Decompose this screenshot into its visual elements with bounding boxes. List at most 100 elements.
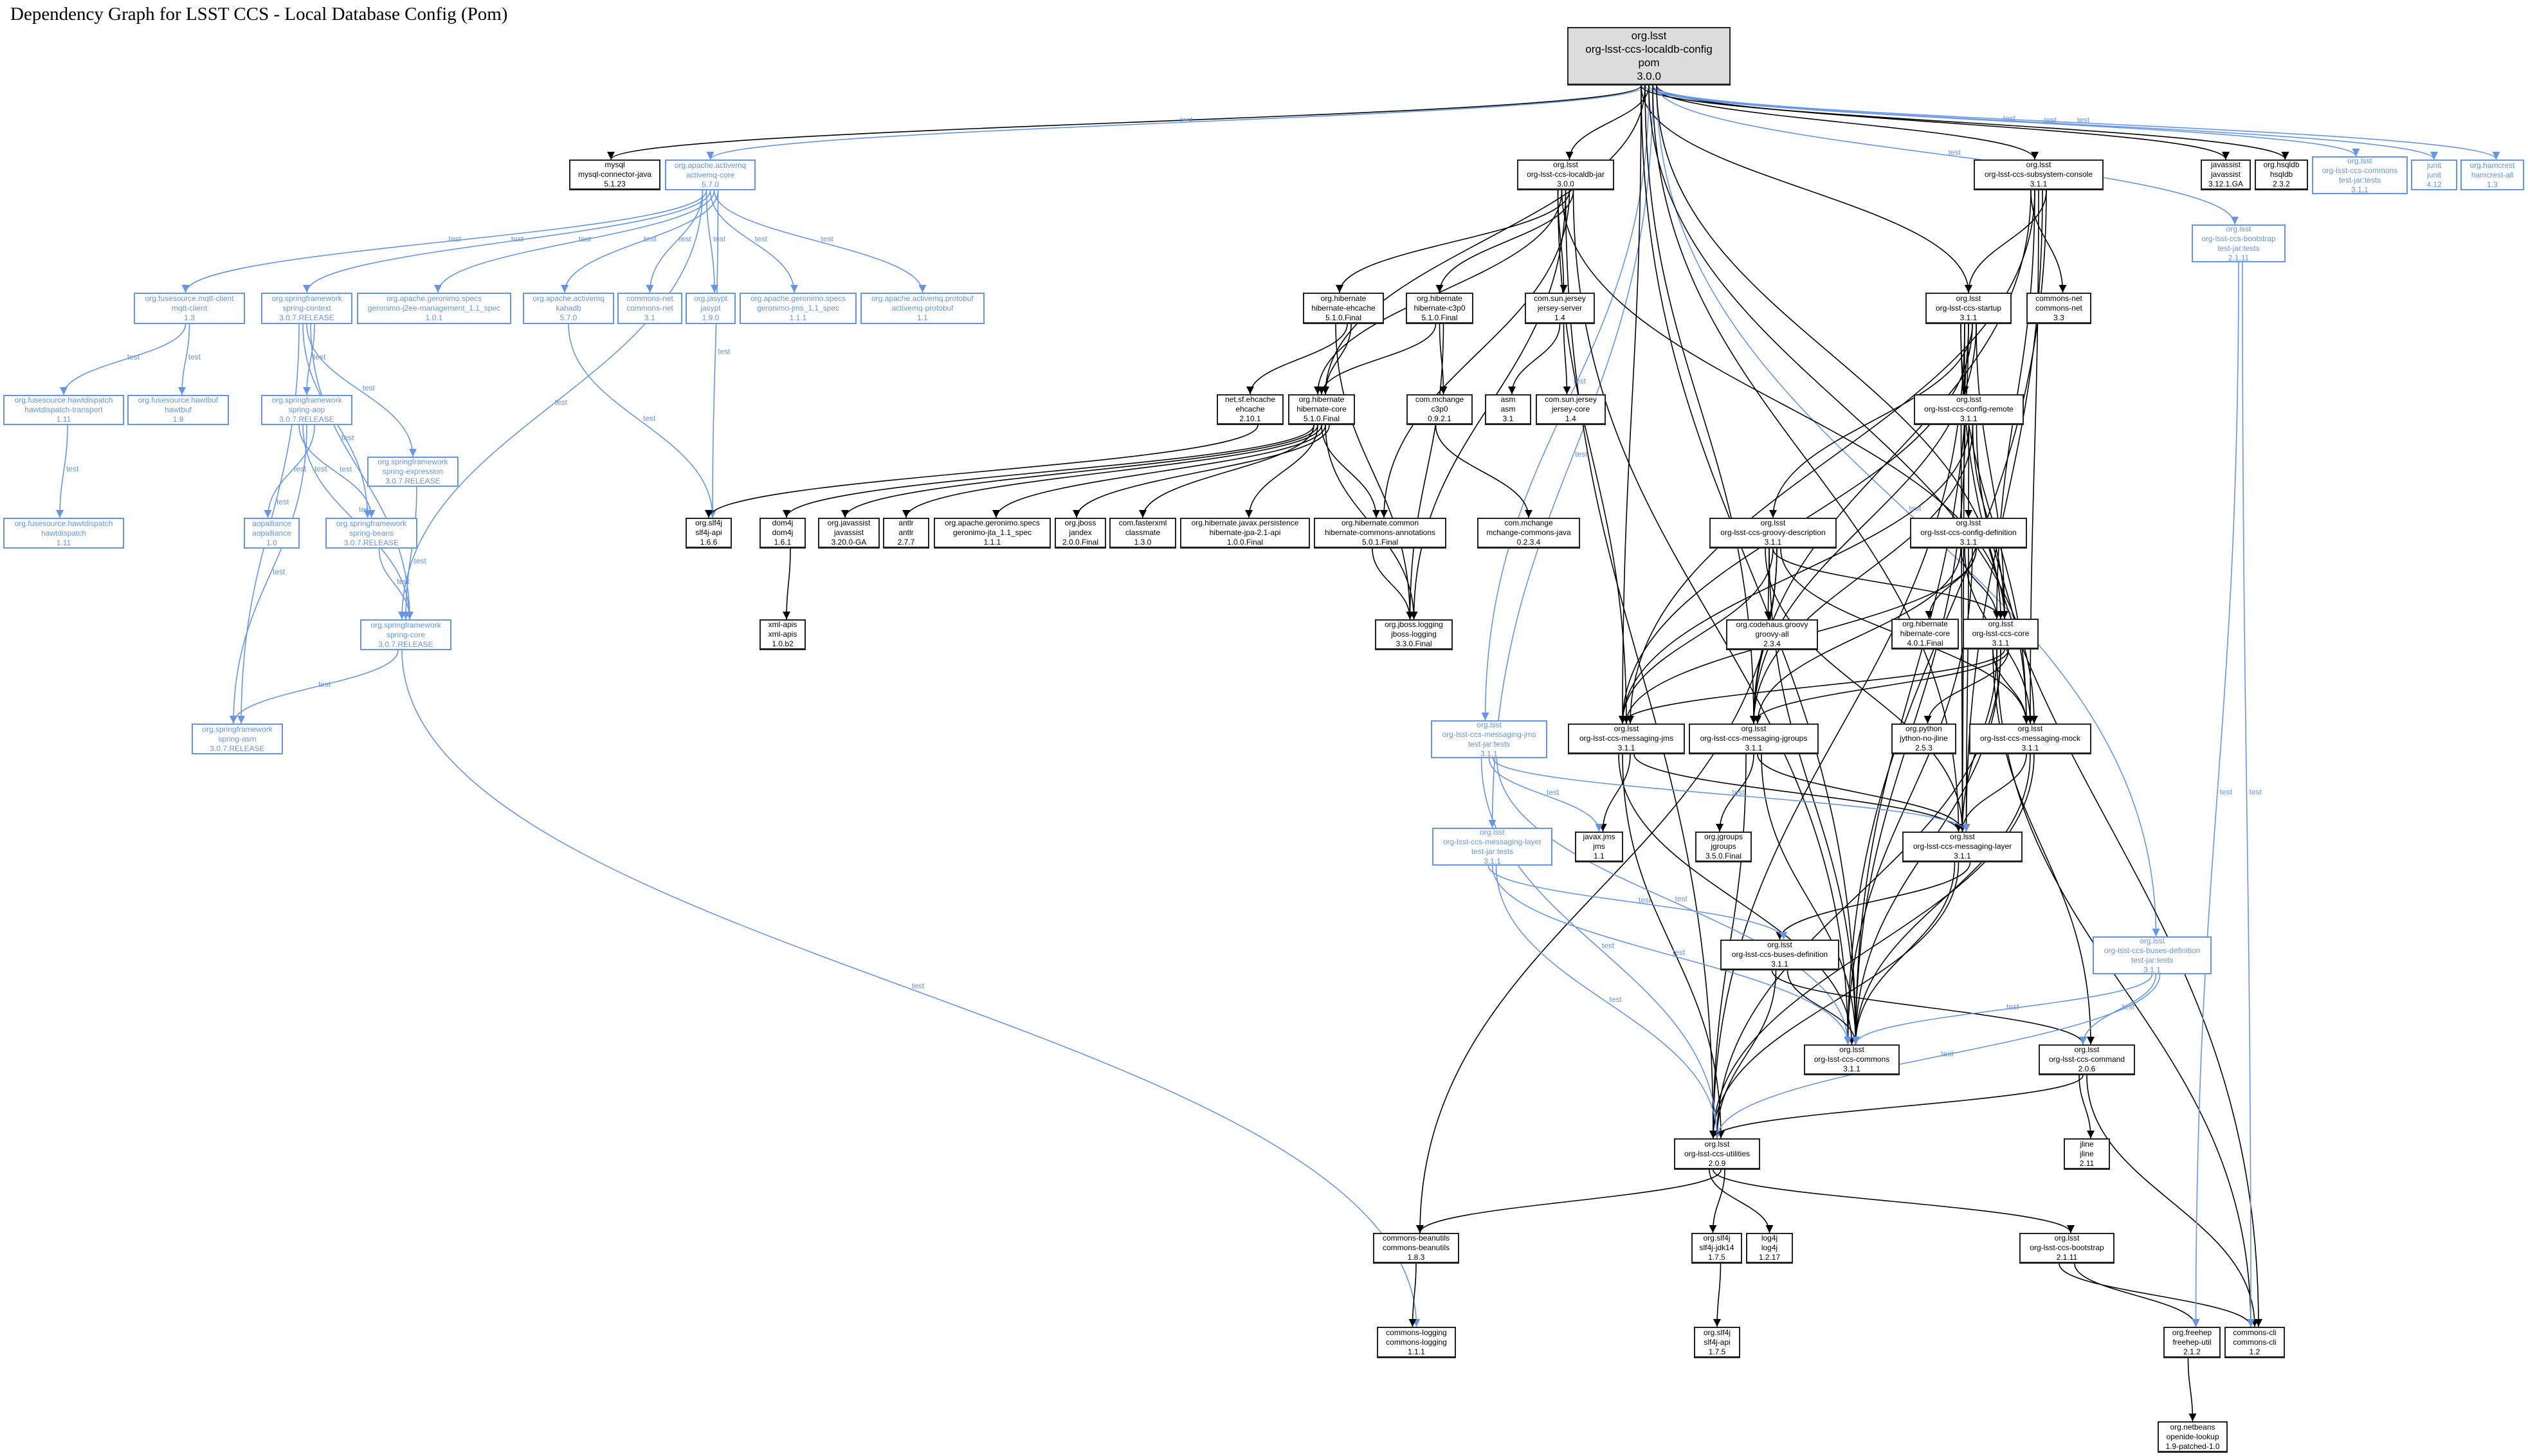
node-label-line: hamcrest-all	[2471, 170, 2514, 179]
node-label-line: org-lsst-ccs-config-definition	[1920, 528, 2017, 537]
node-label-line: org-lsst-ccs-messaging-layer	[1913, 842, 2012, 851]
edge-ehcache-to-slf4j166	[705, 424, 1259, 518]
edge-hcore510-to-dom4j	[783, 424, 1314, 518]
node-label-line: org.jasypt	[693, 294, 728, 303]
node-label-line: org.freehep	[2172, 1327, 2212, 1337]
node-label-line: com.fasterxml	[1118, 518, 1167, 527]
edge-layertests-to-busesdef	[1487, 865, 1788, 940]
node-label-line: 3.1.1	[1771, 960, 1788, 969]
node-label-line: freehep-util	[2172, 1337, 2212, 1347]
node-label-line: org-lsst-ccs-bootstrap	[2030, 1243, 2104, 1252]
node-label-line: org-lsst-ccs-config-remote	[1924, 405, 2014, 414]
edge-groovydesc-to-msgjms	[1619, 548, 1774, 724]
node-label-line: org.fusesource.hawtbuf	[138, 396, 219, 405]
edge-hcore510-to-gjta	[992, 424, 1326, 518]
node-label-line: org.lsst	[1704, 1139, 1730, 1149]
node-label-line: org-lsst-ccs-command	[2048, 1055, 2125, 1064]
node-label-line: org.apache.activemq	[532, 294, 605, 303]
node-label-line: org.lsst	[2226, 224, 2251, 233]
edge-cfgremote-to-msgjms	[1619, 424, 1970, 724]
node-label-line: mqtt-client	[171, 304, 208, 313]
node-label-line: com.mchange	[1415, 395, 1464, 404]
node-label-line: org.netbeans	[2170, 1422, 2215, 1432]
node-label-line: 1.6.6	[700, 538, 718, 547]
node-label-line: 1.7.5	[1708, 1253, 1725, 1262]
node-label-line: log4j	[1761, 1233, 1778, 1242]
node-label-line: org.lsst	[1553, 160, 1578, 169]
node-label-line: org.lsst	[1477, 720, 1502, 729]
node-label-line: org.springframework	[370, 620, 441, 630]
node-label-line: org.slf4j	[695, 518, 723, 527]
node-label-line: 2.7.7	[897, 538, 915, 547]
node-label-line: org-lsst-ccs-localdb-config	[1585, 43, 1713, 55]
node-label-line: org-lsst-ccs-subsystem-console	[1984, 170, 2093, 179]
node-label-line: spring-expression	[382, 467, 444, 476]
node-label-line: spring-context	[282, 304, 331, 313]
node-label-line: org.hibernate	[1320, 293, 1367, 303]
node-label-line: org-lsst-ccs-localdb-jar	[1527, 170, 1605, 179]
edge-msgmock-to-ccscommons	[1851, 754, 2031, 1045]
node-label-line: dom4j	[772, 528, 794, 537]
edge-hehcache-to-jboss	[1335, 323, 1414, 620]
edge-utilities-to-slf4jjdk14	[1709, 1169, 1725, 1233]
edge-msgjgroups-to-msglayer	[1757, 754, 1967, 832]
node-label-line: mchange-commons-java	[1486, 528, 1571, 537]
node-label-line: 5.1.0.Final	[1421, 313, 1458, 322]
node-label-line: 3.1.1	[1960, 538, 1978, 547]
node-label-line: javassist	[2210, 160, 2241, 169]
node-label-line: asm	[1500, 405, 1516, 414]
node-label-line: org.jboss.logging	[1385, 620, 1443, 629]
node-label-line: xml-apis	[768, 630, 797, 639]
node-label-line: org.lsst	[1956, 395, 1981, 404]
node-label-line: jasypt	[700, 304, 721, 313]
node-label-line: org.fusesource.mqtt-client	[145, 294, 234, 303]
node-label-line: asm	[1500, 395, 1516, 404]
node-label-line: 1.2.17	[1758, 1253, 1781, 1262]
edge-ccscore-to-jython	[1923, 649, 2009, 724]
edge-springctx-to-springexpr	[306, 323, 417, 457]
node-label-line: dom4j	[772, 518, 794, 527]
node-label-line: jms	[1593, 842, 1605, 851]
node-label-line: openide-lookup	[2166, 1432, 2219, 1441]
node-label-line: 5.7.0	[702, 179, 719, 189]
edge-root-to-commonstests	[1644, 85, 2360, 157]
node-label-line: org.slf4j	[1703, 1327, 1731, 1337]
node-label-line: org.apache.geronimo.specs	[386, 294, 482, 303]
node-label-line: test-jar:tests	[1468, 739, 1511, 749]
edge-root-to-amqcore	[706, 85, 1646, 160]
edge-root-to-layertests	[1488, 85, 1653, 828]
node-label-line: commons-cli	[2233, 1337, 2277, 1347]
node-label-line: 1.11	[56, 415, 71, 424]
node-label-line: 2.1.2	[2183, 1347, 2201, 1356]
node-label-line: 3.12.1.GA	[2208, 179, 2244, 188]
node-label-line: 3.1.1	[1960, 313, 1978, 322]
node-label-line: hibernate-jpa-2.1-api	[1209, 528, 1281, 537]
node-label-line: hsqldb	[2269, 170, 2293, 179]
node-label-line: 2.10.1	[1239, 414, 1261, 423]
edge-startup-to-utilities	[1709, 323, 1965, 1139]
node-label-line: 1.0	[266, 538, 277, 547]
